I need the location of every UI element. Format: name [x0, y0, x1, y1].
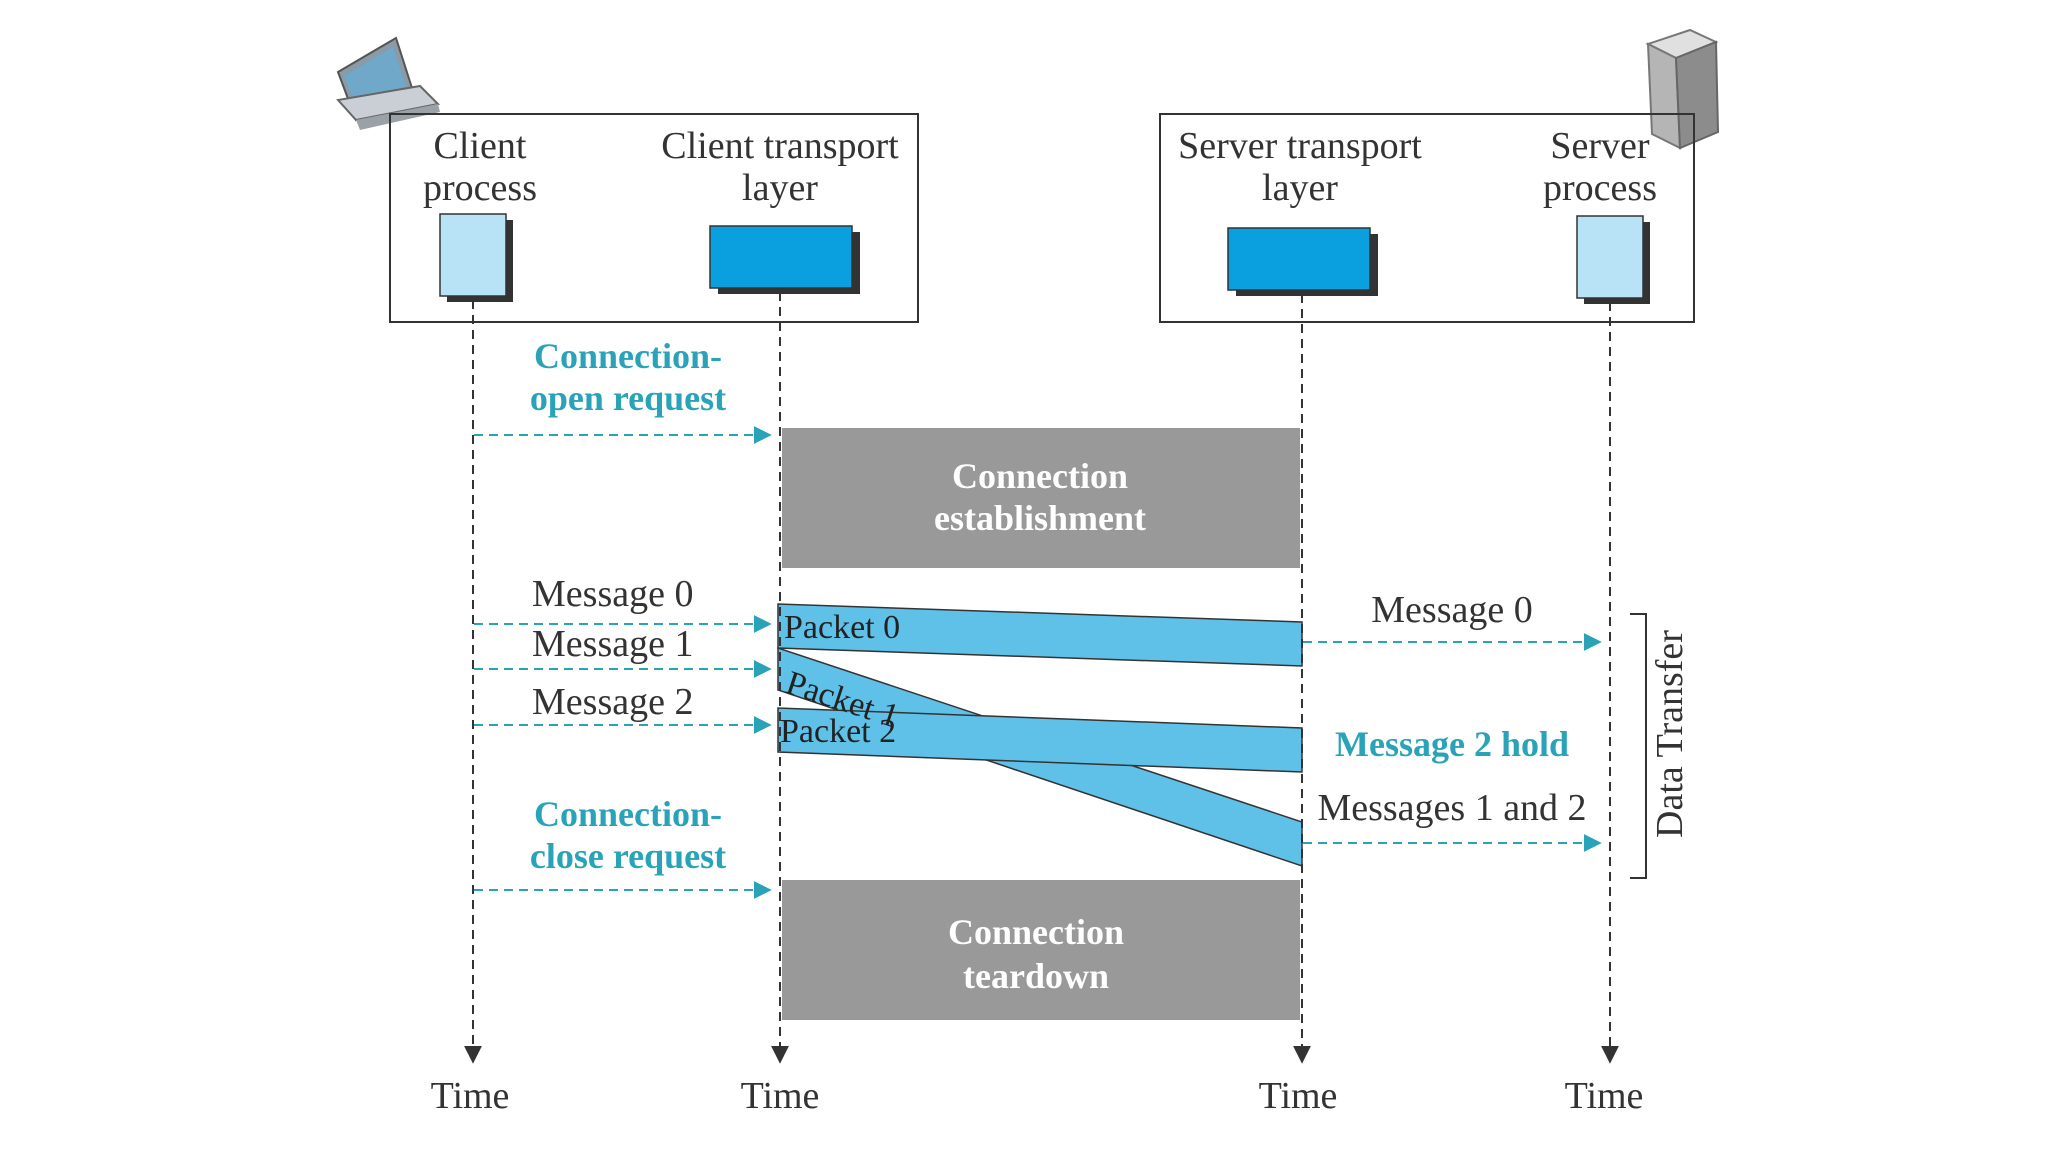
open-request-label-1: Connection-: [534, 336, 722, 376]
packet-0-band: [777, 603, 1303, 667]
time-label-server-transport: Time: [1259, 1075, 1338, 1117]
connection-teardown-band: [782, 880, 1300, 1020]
client-message-0-label: Message 0: [532, 573, 693, 615]
messages-1-and-2-label: Messages 1 and 2: [1317, 787, 1586, 829]
client-transport-label-2: layer: [742, 167, 818, 209]
server-transport-label-2: layer: [1262, 167, 1338, 209]
server-process-label-1: Server: [1550, 125, 1650, 167]
teardown-label-1: Connection: [948, 912, 1124, 952]
data-transfer-label: Data Transfer: [1649, 630, 1691, 838]
server-tower-icon: [1645, 28, 1720, 150]
time-label-client-process: Time: [431, 1075, 510, 1117]
time-label-client-transport: Time: [741, 1075, 820, 1117]
data-transfer-bracket: [1630, 613, 1647, 879]
client-process-label-2: process: [423, 167, 537, 209]
open-request-label-2: open request: [530, 378, 726, 418]
server-process-block: [1576, 215, 1650, 304]
client-message-1-label: Message 1: [532, 623, 693, 665]
client-message-2-label: Message 2: [532, 681, 693, 723]
packet-0-label: Packet 0: [784, 609, 900, 646]
client-process-block: [439, 213, 513, 302]
client-process-label-1: Client: [434, 125, 527, 167]
client-transport-block: [709, 225, 860, 294]
server-message-0-label: Message 0: [1371, 589, 1532, 631]
close-request-label-2: close request: [530, 836, 726, 876]
laptop-icon: [336, 36, 441, 130]
establishment-label-1: Connection: [952, 456, 1128, 496]
packet-2-band: [777, 707, 1303, 773]
establishment-label-2: establishment: [934, 498, 1146, 538]
teardown-label-2: teardown: [963, 956, 1109, 996]
packet-2-label: Packet 2: [780, 713, 896, 750]
client-transport-label-1: Client transport: [661, 125, 899, 167]
client-box: [389, 113, 919, 323]
server-process-label-2: process: [1543, 167, 1657, 209]
connection-establishment-band: [782, 428, 1300, 568]
server-transport-label-1: Server transport: [1178, 125, 1422, 167]
server-transport-block: [1227, 227, 1378, 296]
close-request-label-1: Connection-: [534, 794, 722, 834]
time-label-server-process: Time: [1565, 1075, 1644, 1117]
server-box: [1159, 113, 1695, 323]
message-2-hold-label: Message 2 hold: [1335, 724, 1569, 764]
